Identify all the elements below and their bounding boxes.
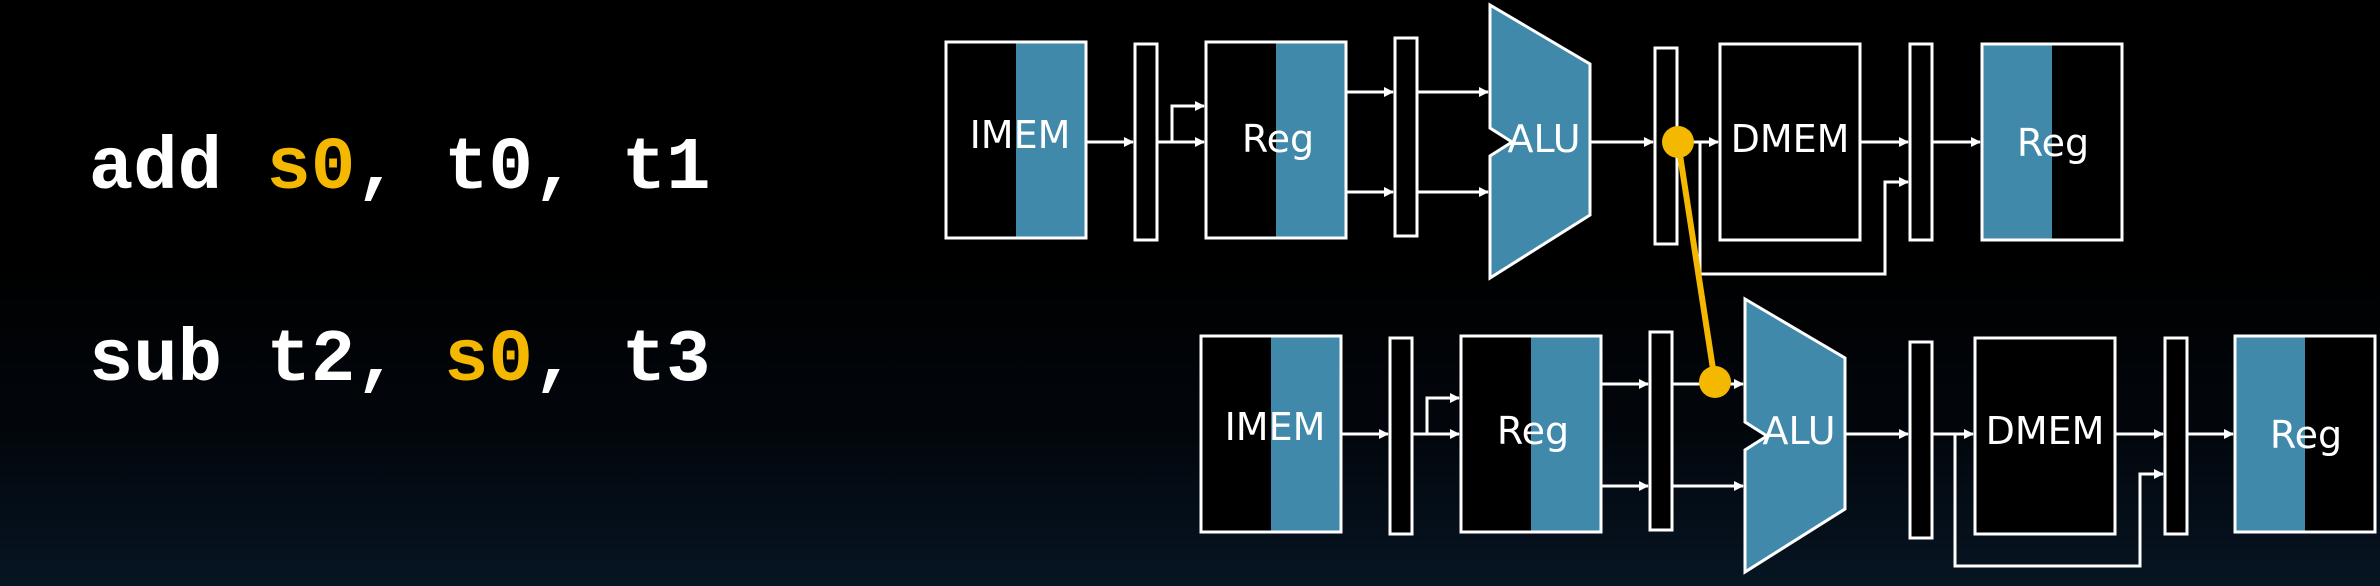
instr-2-part-3: , t3 <box>532 319 711 403</box>
instr-2-source-register: s0 <box>444 319 533 403</box>
forwarding-source-dot <box>1662 126 1694 158</box>
writeback-reg-label: Reg <box>2270 413 2342 457</box>
instruction-1: add s0, t0, t1 <box>0 58 711 206</box>
pipeline-register-id-ex <box>1393 36 1419 238</box>
pipeline-1: IMEM Reg ALU DMEM Reg <box>944 2 2124 281</box>
alu-unit <box>1743 296 1847 575</box>
forwarding-path <box>1662 126 1731 398</box>
pipeline-register-if-id <box>1133 42 1159 242</box>
pipeline-register-mem-wb <box>1908 42 1934 242</box>
reg-file-label: Reg <box>1497 409 1569 453</box>
reg-file-shade <box>1531 337 1600 531</box>
dmem-unit <box>1973 336 2117 536</box>
forwarding-wire <box>1675 141 1718 383</box>
pipeline-register-if-id <box>1388 336 1414 536</box>
writeback-reg-shade <box>2236 337 2305 531</box>
imem-shade <box>1271 337 1340 531</box>
pipeline-register-id-ex <box>1648 330 1674 532</box>
reg-file-label: Reg <box>1242 117 1314 161</box>
imem-label: IMEM <box>970 113 1071 157</box>
dmem-label: DMEM <box>1731 117 1850 161</box>
writeback-reg-shade <box>1983 45 2052 239</box>
reg-file-shade <box>1276 43 1345 237</box>
instr-2-part-1: sub t2, <box>88 319 445 403</box>
writeback-reg-label: Reg <box>2017 121 2089 165</box>
alu-unit <box>1488 2 1592 281</box>
instr-1-part-1: add <box>88 127 267 211</box>
forwarding-dest-dot <box>1699 366 1731 398</box>
imem-label: IMEM <box>1225 405 1326 449</box>
dmem-label: DMEM <box>1986 409 2105 453</box>
instr-1-part-3: , t0, t1 <box>355 127 711 211</box>
pipeline-register-ex-mem <box>1908 340 1934 540</box>
pipeline-register-mem-wb <box>2163 336 2189 536</box>
dmem-unit <box>1718 42 1862 242</box>
instruction-2: sub t2, s0, t3 <box>0 250 711 398</box>
instr-1-dest-register: s0 <box>266 127 356 211</box>
imem-shade <box>1016 43 1085 237</box>
alu-label: ALU <box>1762 409 1835 453</box>
alu-label: ALU <box>1507 117 1580 161</box>
pipeline-2: IMEM Reg ALU DMEM Reg <box>1199 296 2377 575</box>
